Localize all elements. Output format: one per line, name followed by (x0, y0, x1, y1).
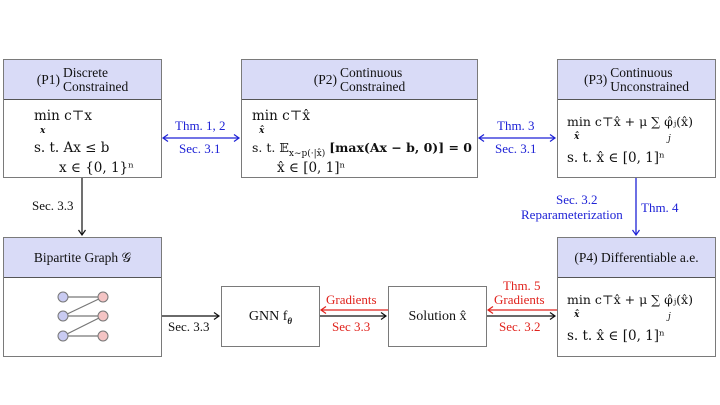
p2-title: Continuous Constrained (340, 64, 406, 94)
edge-solution-p4-top-label-1: Thm. 5 (503, 278, 541, 293)
graph-edge (62, 315, 104, 337)
p1-tag: (P1) (36, 71, 60, 87)
p3-constraint-1: s. t. x̂ ∈ [0, 1]ⁿ (567, 150, 665, 166)
bipartite-title: Bipartite Graph 𝒢 (33, 249, 132, 265)
edge-p3-p4-right-label: Thm. 4 (641, 200, 679, 215)
p1-title-line2: Constrained (63, 78, 129, 94)
p2-objective-sub: x̂ (259, 126, 265, 136)
p1-title-line1: Discrete (63, 64, 108, 80)
solution-label: Solution x̂ (408, 308, 467, 324)
p3-title: Continuous Unconstrained (610, 64, 689, 94)
p2-title-line1: Continuous (340, 64, 403, 80)
p4-objective: min c⊤x̂ + μ ∑ φ̂ⱼ(x̂) (567, 292, 693, 307)
graph-node-left (57, 310, 69, 322)
p1-title: Discrete Constrained (63, 64, 129, 94)
edge-solution-p4-bottom-label: Sec. 3.2 (499, 319, 541, 334)
box-p2-header: (P2) Continuous Constrained (242, 60, 477, 100)
p3-title-line2: Unconstrained (610, 78, 689, 94)
graph-edge (62, 296, 104, 317)
p2-constraint-1: s. t. 𝔼x∼p(·|x̂) [max(Ax − b, 0)] = 0 (252, 140, 472, 159)
edge-p2-p3-top-label: Thm. 3 (497, 118, 535, 133)
box-p3-body: min c⊤x̂ + μ ∑ φ̂ⱼ(x̂) x̂ j s. t. x̂ ∈ [… (558, 100, 715, 177)
p3-objective-sub: x̂ (574, 132, 580, 142)
edge-p3-p4-left-label-1: Sec. 3.2 (556, 192, 598, 207)
p4-sum-sub: j (668, 312, 671, 322)
p4-objective-sub: x̂ (574, 310, 580, 320)
graph-node-left (57, 291, 69, 303)
p3-tag: (P3) (584, 71, 608, 87)
gnn-label-sub: θ (287, 315, 293, 326)
p1-constraint-1: s. t. Ax ≤ b (34, 140, 110, 156)
box-p1-header: (P1) Discrete Constrained (4, 60, 161, 100)
edge-solution-p4-top-label-2: Gradients (494, 292, 545, 307)
p4-title: (P4) Differentiable a.e. (574, 249, 699, 265)
box-bipartite-header: Bipartite Graph 𝒢 (4, 238, 161, 278)
box-p1-body: min c⊤x x s. t. Ax ≤ b x ∈ {0, 1}ⁿ (4, 100, 161, 177)
box-p4-body: min c⊤x̂ + μ ∑ φ̂ⱼ(x̂) x̂ j s. t. x̂ ∈ [… (558, 278, 715, 356)
p4-constraint-1: s. t. x̂ ∈ [0, 1]ⁿ (567, 328, 665, 344)
box-p4: (P4) Differentiable a.e. min c⊤x̂ + μ ∑ … (557, 237, 716, 357)
graph-node-right (97, 330, 109, 342)
p3-sum-sub: j (668, 134, 671, 144)
p1-objective: min c⊤x (34, 108, 92, 124)
edge-p2-p3-bottom-label: Sec. 3.1 (495, 141, 537, 156)
box-bipartite-graph: Bipartite Graph 𝒢 (3, 237, 162, 357)
box-p4-header: (P4) Differentiable a.e. (558, 238, 715, 278)
box-p3-header: (P3) Continuous Unconstrained (558, 60, 715, 100)
gnn-label: GNN f (248, 308, 288, 324)
box-p3: (P3) Continuous Unconstrained min c⊤x̂ +… (557, 59, 716, 178)
edge-gnn-solution-top-label: Gradients (326, 292, 377, 307)
edge-p1-p2-top-label: Thm. 1, 2 (175, 118, 226, 133)
box-p1: (P1) Discrete Constrained min c⊤x x s. t… (3, 59, 162, 178)
bipartite-graph-icon (57, 291, 109, 342)
p2-constraint-2: x̂ ∈ [0, 1]ⁿ (277, 160, 346, 176)
edge-bipartite-gnn-label: Sec. 3.3 (168, 319, 210, 334)
graph-node-right (97, 310, 109, 322)
p2-tag: (P2) (313, 71, 337, 87)
p1-constraint-2: x ∈ {0, 1}ⁿ (59, 160, 134, 176)
p3-title-line1: Continuous (610, 64, 673, 80)
box-p2-body: min c⊤x̂ x̂ s. t. 𝔼x∼p(·|x̂) [max(Ax − b… (242, 100, 477, 177)
p2-objective: min c⊤x̂ (252, 108, 310, 124)
graph-node-left (57, 330, 69, 342)
box-solution: Solution x̂ (388, 286, 487, 347)
graph-node-right (97, 291, 109, 303)
p2-title-line2: Constrained (340, 78, 406, 94)
edge-p1-bipartite-label: Sec. 3.3 (32, 198, 74, 213)
p3-objective: min c⊤x̂ + μ ∑ φ̂ⱼ(x̂) (567, 114, 693, 129)
p1-objective-sub: x (40, 126, 46, 136)
edge-gnn-solution-bottom-label: Sec 3.3 (332, 319, 371, 334)
edge-p1-p2-bottom-label: Sec. 3.1 (179, 141, 221, 156)
box-p2: (P2) Continuous Constrained min c⊤x̂ x̂ … (241, 59, 478, 178)
edge-p3-p4-left-label-2: Reparameterization (521, 207, 623, 222)
